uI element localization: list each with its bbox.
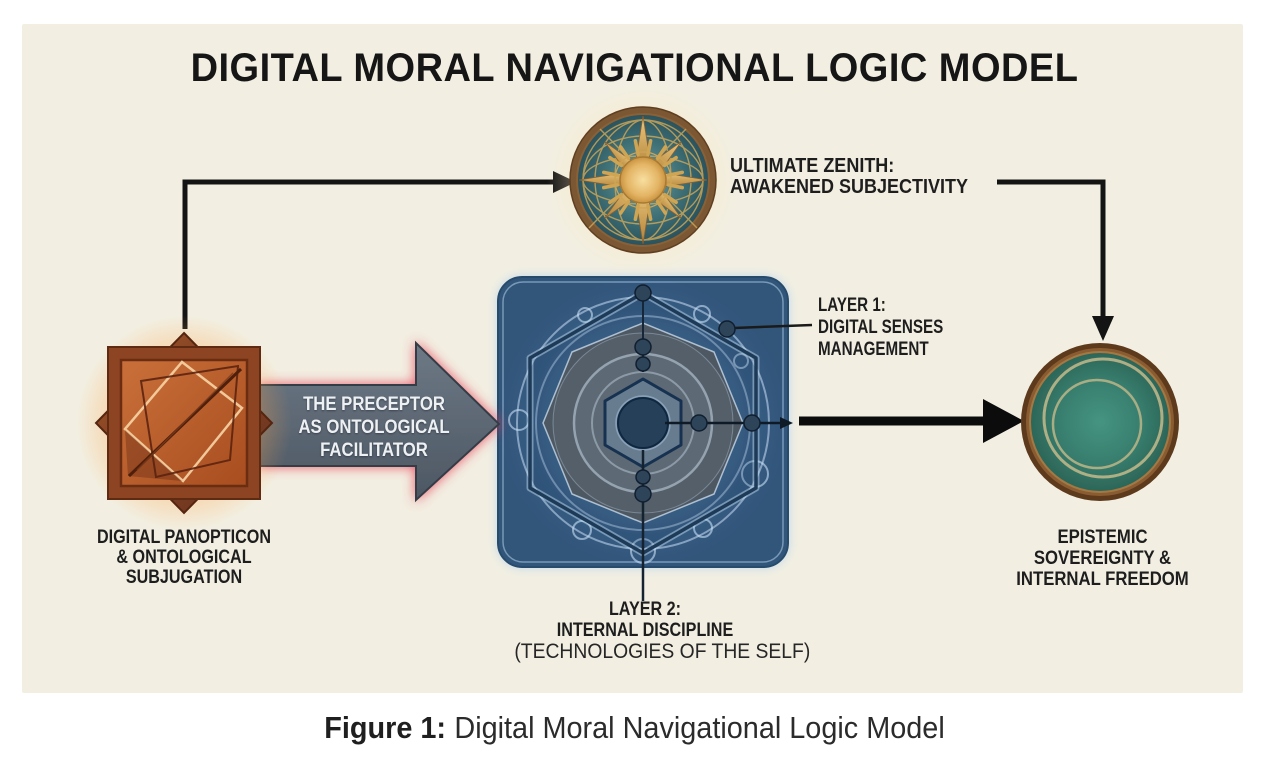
caption-text: Digital Moral Navigational Logic Model (454, 710, 945, 745)
hexagonal-mandala-icon (497, 276, 813, 601)
arrow-mandala-to-epistemic (799, 399, 1024, 443)
layer2-sublabel: (TECHNOLOGIES OF THE SELF) (514, 640, 811, 663)
layer1-label: LAYER 1: DIGITAL SENSES MANAGEMENT (818, 295, 944, 360)
mandala-nodes (634, 284, 761, 503)
epistemic-label: EPISTEMIC SOVEREIGNTY & INTERNAL FREEDOM (1016, 527, 1189, 590)
figure-caption: Figure 1:Digital Moral Navigational Logi… (44, 708, 1224, 748)
panopticon-label: DIGITAL PANOPTICON & ONTOLOGICAL SUBJUGA… (96, 527, 272, 588)
layer2-label: LAYER 2: INTERNAL DISCIPLINE (556, 599, 734, 641)
block-arrow-right-icon (258, 340, 501, 503)
diagram-title: DIGITAL MORAL NAVIGATIONAL LOGIC MODEL (190, 46, 1079, 90)
zenith-label: ULTIMATE ZENITH: AWAKENED SUBJECTIVITY (730, 155, 969, 198)
caption-prefix: Figure 1: (324, 710, 447, 745)
concentric-rings-icon (1021, 343, 1179, 501)
compass-globe-icon (547, 84, 739, 276)
layer2-label-block: LAYER 2: INTERNAL DISCIPLINE (TECHNOLOGI… (503, 599, 811, 663)
eight-pointed-star-icon (76, 315, 292, 531)
preceptor-arrow-label: THE PRECEPTOR AS ONTOLOGICAL FACILITATOR (298, 394, 450, 461)
layer1-connector-line (733, 323, 813, 330)
arrow-zenith-to-epistemic (997, 179, 1114, 341)
